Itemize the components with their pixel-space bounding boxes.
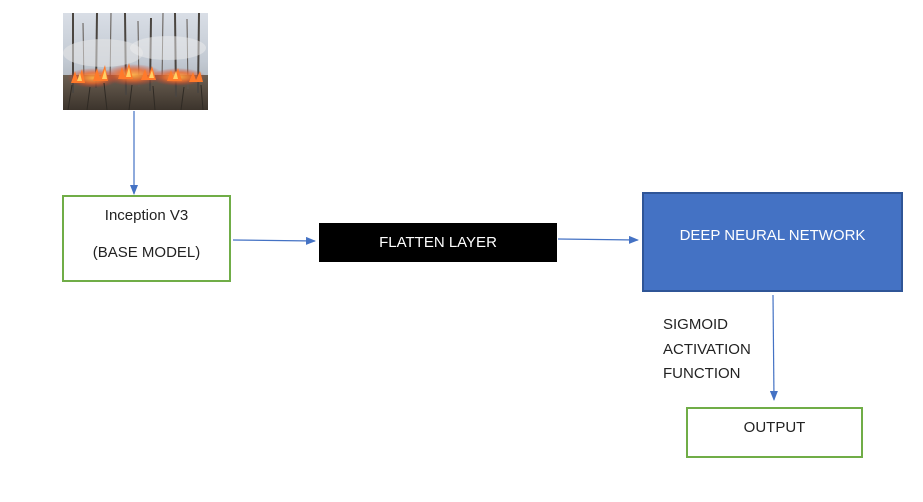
sigmoid-line1: SIGMOID bbox=[663, 316, 729, 333]
flatten-layer-node: FLATTEN LAYER bbox=[319, 223, 557, 262]
deep-neural-network-label: DEEP NEURAL NETWORK bbox=[679, 227, 866, 244]
forest-fire-photo-icon bbox=[63, 13, 208, 110]
arrow-dnn-to-output bbox=[769, 294, 778, 401]
arrow-inception-to-flatten bbox=[232, 236, 316, 245]
sigmoid-activation-label: SIGMOID ACTIVATION FUNCTION bbox=[663, 313, 751, 387]
output-label: OUTPUT bbox=[743, 419, 806, 436]
sigmoid-line3: FUNCTION bbox=[663, 365, 741, 382]
inception-title: Inception V3 bbox=[104, 207, 189, 224]
output-node: OUTPUT bbox=[686, 407, 863, 458]
flatten-layer-label: FLATTEN LAYER bbox=[379, 234, 497, 251]
inception-v3-node: Inception V3 (BASE MODEL) bbox=[62, 195, 231, 282]
deep-neural-network-node: DEEP NEURAL NETWORK bbox=[642, 192, 903, 292]
forest-fire-image bbox=[63, 13, 208, 110]
sigmoid-line2: ACTIVATION bbox=[663, 340, 751, 358]
inception-subtitle: (BASE MODEL) bbox=[92, 244, 201, 261]
arrow-flatten-to-dnn bbox=[557, 235, 639, 244]
